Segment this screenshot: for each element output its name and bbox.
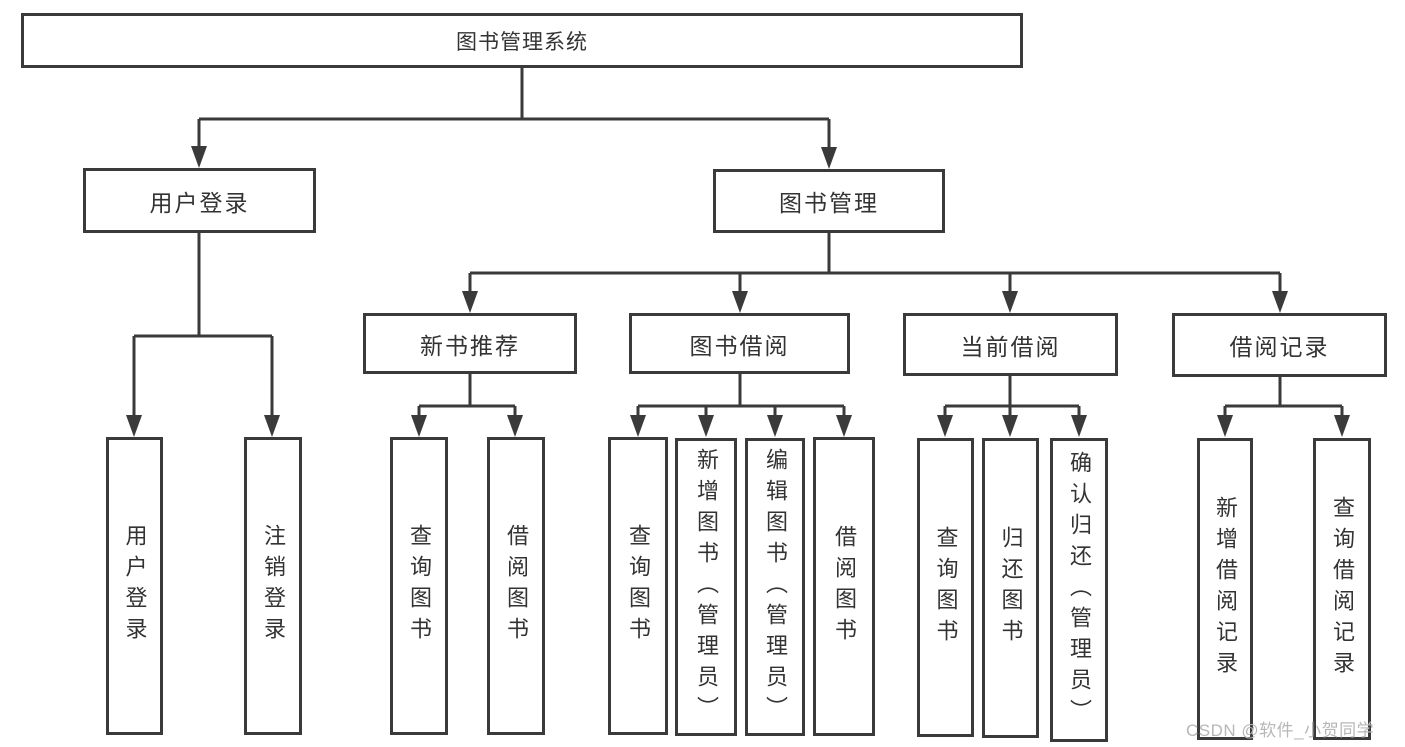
connector-new-books-to-leaves: [417, 374, 517, 419]
arrowhead: [836, 415, 852, 437]
node-user-login: 用户登录: [83, 168, 316, 233]
leaf-query-books-borrowing: 查询图书: [608, 437, 668, 735]
arrowhead: [630, 415, 646, 437]
arrowhead: [191, 146, 207, 168]
leaf-query-books-current: 查询图书: [917, 438, 974, 737]
connector-current-borrow-to-leaves: [943, 376, 1081, 419]
leaf-borrow-books-borrowing: 借阅图书: [813, 437, 875, 736]
arrowhead: [1071, 415, 1087, 437]
arrowhead: [411, 415, 427, 437]
leaf-query-books-recommend: 查询图书: [390, 437, 448, 735]
leaf-return-books: 归还图书: [982, 438, 1039, 738]
leaf-user-login: 用户登录: [106, 437, 163, 735]
leaf-confirm-return-admin: 确认归还（管理员）: [1050, 438, 1108, 742]
node-borrowing-records: 借阅记录: [1172, 313, 1387, 377]
watermark: CSDN @软件_小贺同学: [1186, 721, 1375, 740]
connector-book-borrow-to-leaves: [636, 374, 846, 419]
node-book-management: 图书管理: [713, 169, 945, 233]
arrowhead: [767, 415, 783, 437]
leaf-logout: 注销登录: [244, 437, 302, 735]
arrowhead: [1002, 415, 1018, 437]
node-current-borrowing: 当前借阅: [903, 313, 1118, 376]
node-library-management-system: 图书管理系统: [21, 13, 1023, 68]
arrowhead: [126, 415, 142, 437]
connector-user-login-to-leaves: [132, 233, 274, 419]
leaf-add-book-admin: 新增图书（管理员）: [675, 438, 737, 736]
arrowhead: [698, 415, 714, 437]
arrowhead: [507, 415, 523, 437]
node-book-borrowing: 图书借阅: [629, 313, 850, 374]
arrowhead: [821, 147, 837, 169]
arrowhead: [264, 415, 280, 437]
arrowhead: [1272, 291, 1288, 313]
leaf-edit-book-admin: 编辑图书（管理员）: [745, 438, 805, 736]
node-new-book-recommendation: 新书推荐: [363, 313, 577, 374]
arrowhead: [1334, 415, 1350, 437]
arrowheads: [126, 146, 1350, 437]
arrowhead: [462, 291, 478, 313]
leaf-borrow-books-recommend: 借阅图书: [487, 437, 545, 735]
arrowhead: [1217, 415, 1233, 437]
arrowhead: [1002, 291, 1018, 313]
connector-book-management-to-level3: [468, 233, 1282, 295]
leaf-query-borrow-record: 查询借阅记录: [1313, 438, 1371, 740]
arrowhead: [732, 291, 748, 313]
arrowhead: [937, 415, 953, 437]
connector-root-to-level2: [197, 68, 831, 151]
connector-borrow-records-to-leaves: [1223, 377, 1344, 419]
leaf-add-borrow-record: 新增借阅记录: [1197, 438, 1253, 740]
